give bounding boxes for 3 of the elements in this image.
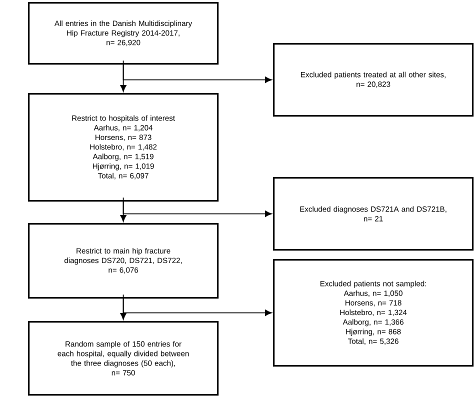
branch-arrow [122, 197, 272, 217]
branch-arrow [122, 60, 272, 83]
branch-arrow [122, 294, 272, 316]
